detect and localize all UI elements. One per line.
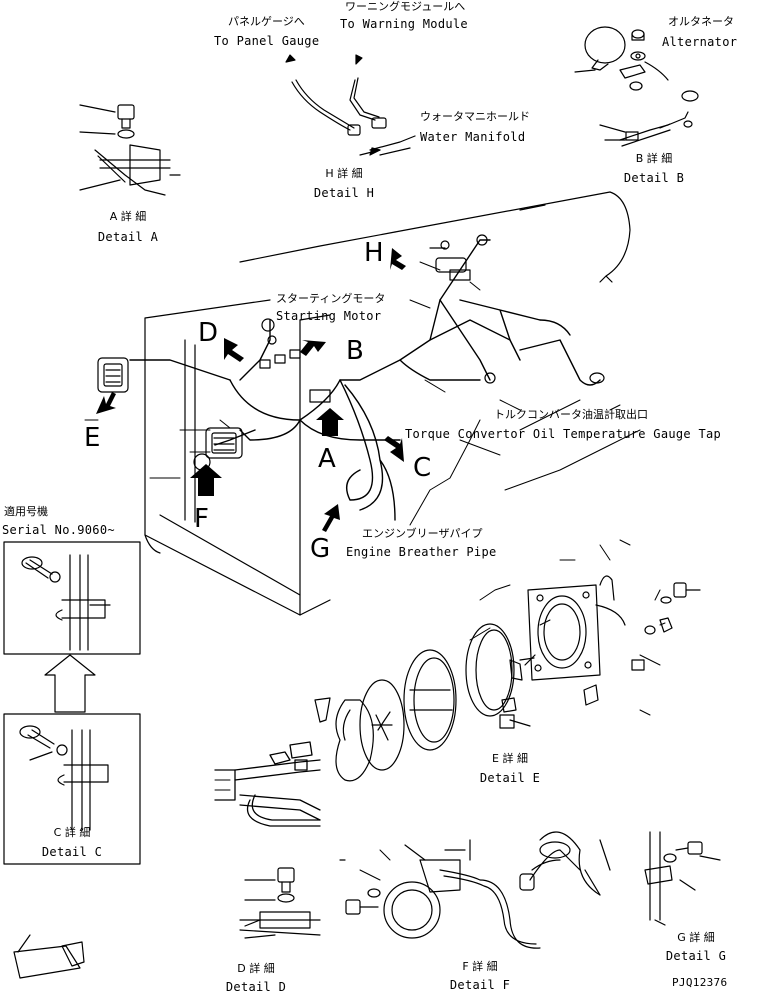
view-letter-h: H xyxy=(364,238,384,268)
harness-connectors xyxy=(259,234,605,403)
detail-a-caption-jp: A 詳 細 xyxy=(109,210,147,223)
detail-g-illustration xyxy=(644,831,721,926)
detail-f-illustration xyxy=(339,831,611,949)
detail-c-illustration xyxy=(3,713,141,865)
engine-breather-label-en: Engine Breather Pipe xyxy=(346,545,497,559)
detail-d-caption-jp: D 詳 細 xyxy=(237,962,275,975)
engine-breather-label-jp: エンジンブリーザパイプ xyxy=(362,527,483,540)
view-letter-d: D xyxy=(198,318,219,348)
warning-module-label-jp: ワーニングモジュールへ xyxy=(345,0,466,13)
detail-h-caption-en: Detail H xyxy=(313,186,375,200)
machine-body-outline xyxy=(144,191,631,616)
starting-motor-label-jp: スターティングモータ xyxy=(276,292,386,305)
detail-d-caption-en: Detail D xyxy=(225,980,287,994)
view-arrows xyxy=(96,248,406,532)
detail-c-caption-en: Detail C xyxy=(41,845,103,859)
detail-b-caption-jp: B 詳 細 xyxy=(635,152,673,165)
detail-h-illustration xyxy=(285,54,416,156)
view-letter-a: A xyxy=(318,444,336,474)
detail-e-caption-en: Detail E xyxy=(479,771,541,785)
detail-a-illustration xyxy=(79,104,181,196)
serial-label-jp: 適用号機 xyxy=(4,505,48,518)
detail-b-illustration xyxy=(574,26,699,147)
panel-gauge-label-en: To Panel Gauge xyxy=(214,34,320,48)
warning-module-label-en: To Warning Module xyxy=(340,17,468,31)
detail-h-caption-jp: H 詳 細 xyxy=(325,167,363,180)
panel-gauge-label-jp: パネルゲージへ xyxy=(228,15,305,28)
compound-tube-illustration xyxy=(13,934,85,979)
detail-a-caption-en: Detail A xyxy=(97,230,159,244)
serial-arrow xyxy=(44,654,96,713)
view-letter-c: C xyxy=(413,453,432,483)
breather-pipe-illustration xyxy=(214,741,321,827)
detail-e-illustration xyxy=(314,575,701,782)
detail-b-caption-en: Detail B xyxy=(623,171,685,185)
torque-converter-label-jp: トルクコンバータ油温計取出口 xyxy=(494,408,648,421)
detail-g-caption-en: Detail G xyxy=(665,949,727,963)
detail-f-caption-en: Detail F xyxy=(449,978,511,992)
starting-motor-label-en: Starting Motor xyxy=(276,309,382,323)
connector-housing-f xyxy=(193,427,243,471)
view-letter-f: F xyxy=(194,504,209,534)
detail-d-illustration xyxy=(239,867,321,939)
water-manifold-label-jp: ウォータマニホールド xyxy=(420,110,530,123)
detail-f-caption-jp: F 詳 細 xyxy=(462,960,498,973)
view-letter-b: B xyxy=(346,336,364,366)
detail-c-caption-jp: C 詳 細 xyxy=(53,826,91,839)
connector-housing-e xyxy=(97,357,129,393)
detail-g-caption-jp: G 詳 細 xyxy=(677,931,715,944)
view-letter-e: E xyxy=(84,423,101,453)
view-letter-g: G xyxy=(310,534,331,564)
alternator-label-en: Alternator xyxy=(662,35,738,49)
leader-lines xyxy=(84,261,666,881)
alternator-label-jp: オルタネータ xyxy=(668,15,734,28)
serial-box-illustration xyxy=(3,541,141,655)
torque-converter-label-en: Torque Convertor Oil Temperature Gauge T… xyxy=(405,427,722,441)
serial-label-en: Serial No.9060~ xyxy=(2,523,115,537)
drawing-number: PJQ12376 xyxy=(672,976,728,989)
detail-e-caption-jp: E 詳 細 xyxy=(492,752,528,765)
water-manifold-label-en: Water Manifold xyxy=(420,130,526,144)
